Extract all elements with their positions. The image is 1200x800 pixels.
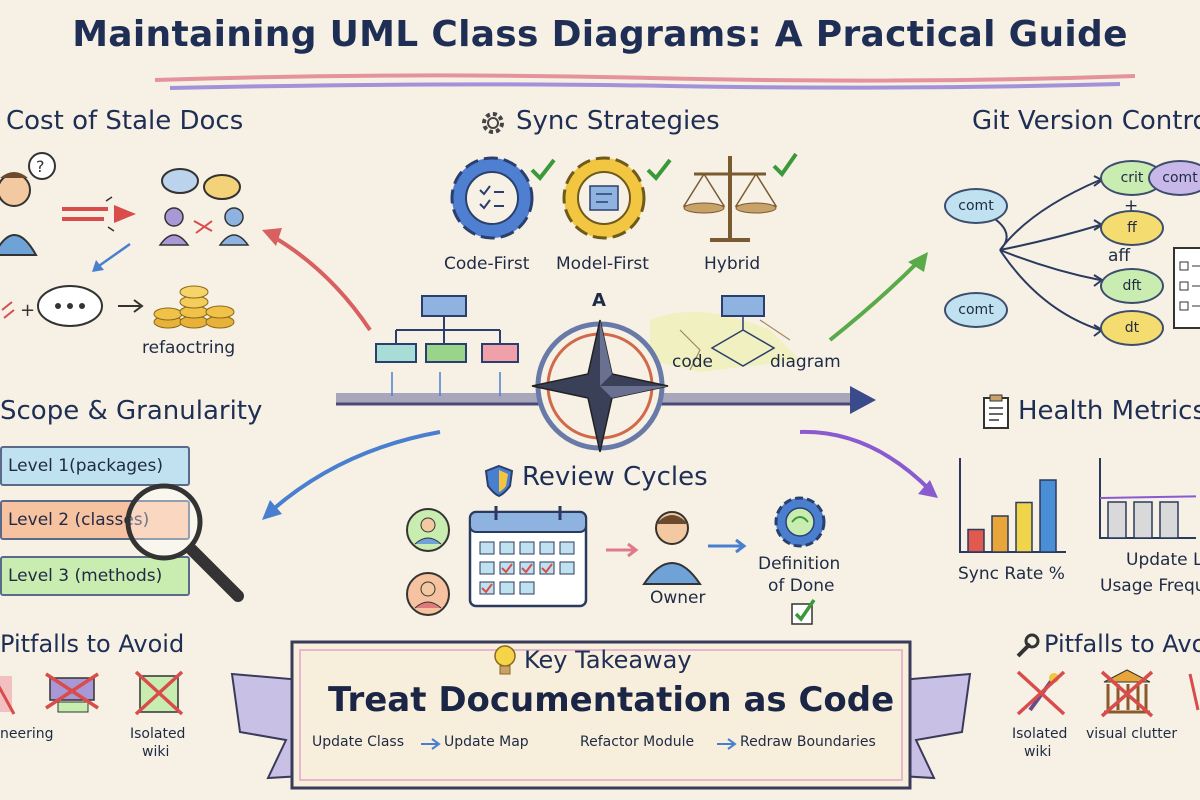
title-underline [154,73,1136,90]
rule-arrow-icon [421,738,441,750]
dod-label-line2: of Done [768,576,835,596]
lightbulb-icon [494,645,516,675]
model-first-gear-icon [562,156,672,240]
level-3-box: Level 3 (methods) [0,556,190,596]
crossed-out-icon [1188,673,1200,711]
scope-section-title: Scope & Granularity [0,396,263,426]
blue-arrow-icon [708,538,747,554]
shield-icon [484,464,514,498]
chart-bar [1107,501,1127,539]
done-badge-icon [774,496,826,548]
rule-arrow-icon [717,738,737,750]
calendar-icon [468,506,588,608]
balance-scale-icon [682,152,798,242]
chart-bar [1159,501,1179,539]
code-first-gear-icon [450,156,556,240]
reviewer-avatar-icon [406,508,450,552]
page-title: Maintaining UML Class Diagrams: A Practi… [72,14,1128,55]
pitfall-right-item: visual clutter [1086,726,1178,742]
review-section-title: Review Cycles [522,462,708,492]
magnifier-icon [125,483,244,602]
pitfall-left-item: Isolated [130,726,186,742]
svg-text:?: ? [36,157,45,176]
git-aff-label: aff [1108,246,1131,266]
rule-redraw-boundaries: Redraw Boundaries [740,734,876,750]
git-dft-bubble: dft [1100,268,1164,304]
down-left-arrow-icon [92,242,131,272]
health-section-title: Health Metrics [1018,396,1200,426]
compass-north-label: A [592,290,606,311]
owner-avatar-icon [642,511,702,585]
chart-bar [1015,501,1033,553]
confused-person-icon: ? [0,152,56,256]
rule-refactor-module: Refactor Module [580,734,695,750]
chart-bar [1133,501,1153,539]
level-2-box: Level 2 (classes) [0,500,190,540]
sync-rate-chart [959,458,1066,553]
right-arrow-icon [118,299,144,313]
pitfall-left-item: neering [0,726,54,742]
usage-label: Usage Frequ [1100,576,1200,596]
svg-text:+: + [20,300,35,321]
takeaway-banner [230,640,972,790]
git-commit-bubble: comt [944,188,1008,224]
strategy-code-first: Code-First [444,254,530,274]
coin-stack-icon [153,285,235,329]
chart-bar [967,528,985,553]
chart-reference-line [1099,495,1197,499]
crossed-out-wiki-icon [1016,670,1066,716]
update-usage-chart [1099,458,1197,539]
pitfall-left-item: wiki [142,744,170,760]
diagram-label: diagram [770,352,841,372]
pitfalls-right-title: Pitfalls to Avoid [1044,630,1200,658]
sync-section-title: Sync Strategies [516,106,720,136]
git-dt-bubble: dt [1100,310,1164,346]
pitfalls-left-title: Pitfalls to Avoid [0,630,185,658]
clipboard-icon [983,394,1009,429]
done-check-icon [791,599,816,625]
chart-bar [1039,479,1057,553]
chart-bar [991,515,1009,553]
crossed-out-wiki-icon [134,670,184,716]
pink-arrow-icon [606,542,639,558]
update-label: Update L [1126,550,1200,570]
git-ff-bubble: ff [1100,210,1164,246]
reviewer-avatar-icon [406,572,450,616]
rule-update-map: Update Map [444,734,529,750]
dod-label-line1: Definition [758,554,841,574]
sync-rate-label: Sync Rate % [958,564,1065,584]
owner-label: Owner [650,588,706,608]
git-comt-bubble: comt [1148,160,1200,196]
code-label: code [672,352,713,372]
speech-bubble-icon: + [1,285,103,327]
refactoring-label: refaoctring [142,338,236,358]
wrench-icon [1016,633,1040,658]
pitfall-right-item: wiki [1024,744,1052,760]
crossed-out-icon [0,676,16,715]
gear-icon [482,112,504,134]
git-branch-lines [979,175,1104,337]
checklist-icon [1173,247,1200,329]
strategy-model-first: Model-First [556,254,649,274]
cost-section-title: Cost of Stale Docs [6,106,244,136]
strategy-hybrid: Hybrid [704,254,761,274]
git-section-title: Git Version Control [972,106,1200,136]
crossed-out-icon [45,672,99,713]
team-conflict-icon [158,168,250,246]
takeaway-title: Key Takeaway [524,646,692,674]
pitfall-right-item: Isolated [1012,726,1068,742]
takeaway-main: Treat Documentation as Code [328,680,895,720]
crossed-out-clutter-icon [1100,669,1154,718]
level-1-box: Level 1(packages) [0,446,190,486]
rule-update-class: Update Class [312,734,404,750]
broken-arrow-icon [62,196,136,232]
git-commit-bubble: comt [944,292,1008,328]
